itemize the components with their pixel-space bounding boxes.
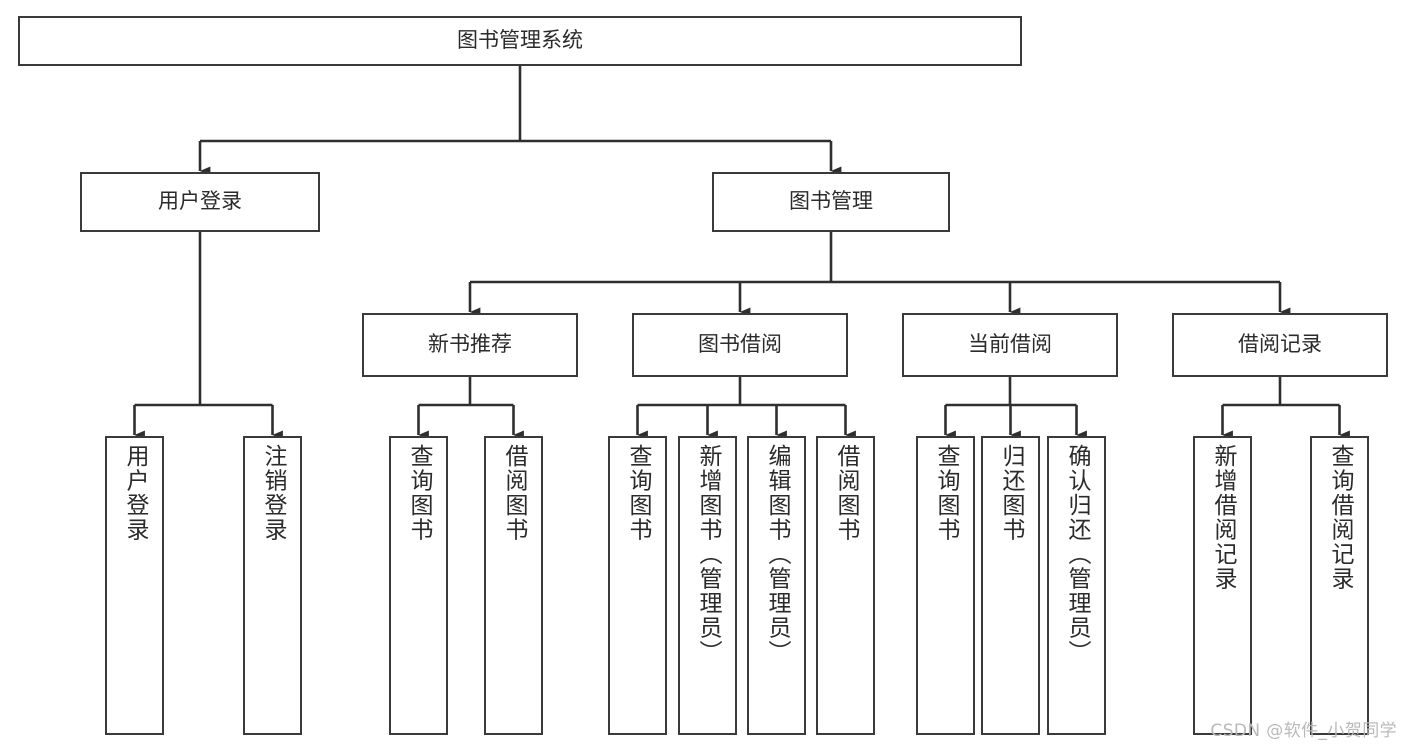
node-leaf-borrow-book-2[interactable]: 借阅图书	[816, 436, 875, 735]
node-new-book-recommend[interactable]: 新书推荐	[362, 313, 578, 377]
node-label: 借阅图书	[833, 444, 859, 542]
node-book-manage[interactable]: 图书管理	[712, 172, 950, 232]
node-leaf-add-record[interactable]: 新增借阅记录	[1193, 436, 1252, 735]
node-current-borrow[interactable]: 当前借阅	[902, 313, 1118, 377]
node-leaf-query-book-1[interactable]: 查询图书	[389, 436, 448, 735]
node-borrow-record[interactable]: 借阅记录	[1172, 313, 1388, 377]
node-label: 查询图书	[625, 444, 651, 542]
node-label: 查询图书	[406, 444, 432, 542]
node-label: 用户登录	[122, 444, 148, 542]
node-label: 用户登录	[158, 189, 242, 214]
node-leaf-logout[interactable]: 注销登录	[243, 436, 302, 735]
node-label: 归还图书	[998, 444, 1024, 542]
node-label: 注销登录	[260, 444, 286, 542]
node-label: 图书管理	[789, 189, 873, 214]
node-label: 新增图书（管理员）	[695, 444, 721, 665]
node-label: 查询借阅记录	[1327, 444, 1353, 591]
node-label: 新书推荐	[428, 332, 512, 357]
node-book-borrow[interactable]: 图书借阅	[632, 313, 848, 377]
node-leaf-query-record[interactable]: 查询借阅记录	[1310, 436, 1369, 735]
node-leaf-query-book-3[interactable]: 查询图书	[916, 436, 975, 735]
node-leaf-add-book[interactable]: 新增图书（管理员）	[678, 436, 737, 735]
node-label: 当前借阅	[968, 332, 1052, 357]
node-label: 查询图书	[933, 444, 959, 542]
node-label: 新增借阅记录	[1210, 444, 1236, 591]
node-leaf-query-book-2[interactable]: 查询图书	[608, 436, 667, 735]
node-label: 借阅图书	[501, 444, 527, 542]
node-leaf-borrow-book-1[interactable]: 借阅图书	[484, 436, 543, 735]
node-label: 编辑图书（管理员）	[764, 444, 790, 665]
node-root[interactable]: 图书管理系统	[18, 16, 1022, 66]
node-leaf-user-login[interactable]: 用户登录	[105, 436, 164, 735]
node-label: 图书借阅	[698, 332, 782, 357]
node-label: 确认归还（管理员）	[1064, 444, 1090, 665]
node-leaf-edit-book[interactable]: 编辑图书（管理员）	[747, 436, 806, 735]
node-user-login[interactable]: 用户登录	[80, 172, 320, 232]
node-label: 图书管理系统	[457, 28, 583, 53]
node-leaf-return-book[interactable]: 归还图书	[981, 436, 1040, 735]
node-label: 借阅记录	[1238, 332, 1322, 357]
node-leaf-confirm-return[interactable]: 确认归还（管理员）	[1047, 436, 1106, 735]
edge-group	[133, 66, 1350, 440]
